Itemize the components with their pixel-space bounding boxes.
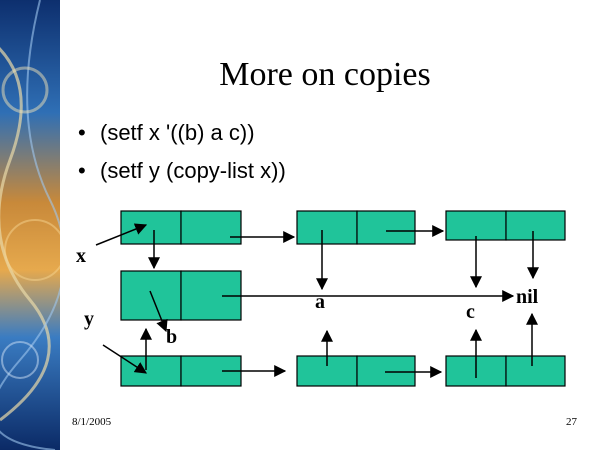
decorative-sidebar: [0, 0, 60, 450]
footer-date: 8/1/2005: [72, 416, 112, 428]
bullet-text: (setf y (copy-list x)): [100, 158, 286, 183]
bullet-dot: •: [78, 120, 86, 145]
y-pointer-arrow: [102, 344, 148, 374]
bullet-dot: •: [78, 158, 86, 183]
y-cell-2: [296, 355, 416, 387]
label-c: c: [466, 301, 475, 323]
bullet-item: • (setf x '((b) a c)): [78, 116, 286, 154]
bullet-list: • (setf x '((b) a c)) • (setf y (copy-list…: [78, 116, 286, 192]
label-x: x: [76, 245, 86, 267]
bullet-text: (setf x '((b) a c)): [100, 120, 255, 145]
label-b: b: [166, 326, 177, 348]
inner-b-cell: [120, 270, 242, 321]
bullet-item: • (setf y (copy-list x)): [78, 154, 286, 192]
label-y: y: [84, 308, 94, 330]
inner-car-b-arrow: [149, 290, 168, 333]
x-cell-2: [296, 210, 416, 245]
x-cell-1: [120, 210, 242, 245]
footer-page-number: 27: [566, 416, 577, 428]
label-nil: nil: [516, 286, 539, 308]
y-cell-1: [120, 355, 242, 387]
label-a: a: [315, 291, 325, 313]
x-pointer-arrow: [95, 223, 148, 246]
slide-title: More on copies: [219, 56, 431, 93]
x-cell-3: [445, 210, 566, 241]
y-cell-3: [445, 355, 566, 387]
